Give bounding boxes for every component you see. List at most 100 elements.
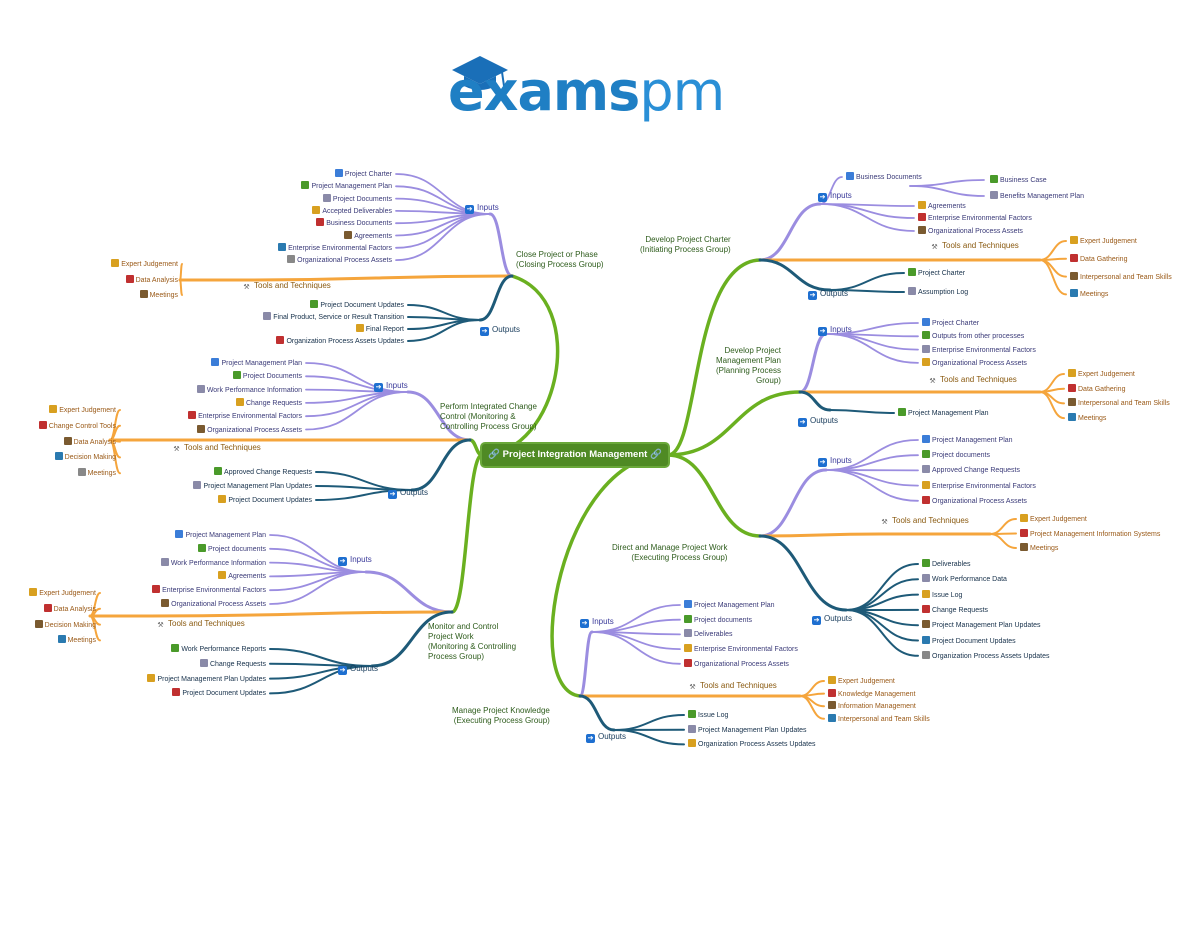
input-item-project-management-plan[interactable]: Project Management Plan <box>922 435 1013 445</box>
input-item-organizational-process-assets[interactable]: Organizational Process Assets <box>684 658 789 669</box>
input-item-project-management-plan[interactable]: Project Management Plan <box>301 181 392 191</box>
process-title[interactable]: Develop Project Management Plan (Plannin… <box>716 346 781 385</box>
process-title[interactable]: Close Project or Phase (Closing Process … <box>516 250 604 269</box>
output-item-change-requests[interactable]: Change Requests <box>199 658 266 669</box>
input-item-organizational-process-assets[interactable]: Organizational Process Assets <box>922 357 1027 368</box>
input-item-project-charter[interactable]: Project Charter <box>922 318 979 328</box>
input-item-project-documents[interactable]: Project Documents <box>322 193 392 204</box>
output-item-work-performance-reports[interactable]: Work Performance Reports <box>171 644 266 654</box>
output-item-project-document-updates[interactable]: Project Document Updates <box>172 688 266 698</box>
input-item-organizational-process-assets[interactable]: Organizational Process Assets <box>922 495 1027 506</box>
process-title[interactable]: Develop Project Charter (Initiating Proc… <box>640 235 731 254</box>
output-item-project-document-updates[interactable]: Project Document Updates <box>922 635 1016 646</box>
input-item-project-documents[interactable]: Project documents <box>198 543 266 554</box>
output-item-final-report[interactable]: Final Report <box>355 324 404 334</box>
input-item-project-management-plan[interactable]: Project Management Plan <box>211 358 302 368</box>
input-item-enterprise-environmental-factors[interactable]: Enterprise Environmental Factors <box>684 644 798 654</box>
process-title[interactable]: Perform Integrated Change Control (Monit… <box>440 402 537 431</box>
tool-item-expert-judgement[interactable]: Expert Judgement <box>29 588 96 598</box>
tool-item-expert-judgement[interactable]: Expert Judgement <box>1020 514 1087 524</box>
input-item-work-performance-information[interactable]: Work Performance Information <box>196 384 302 395</box>
output-item-approved-change-requests[interactable]: Approved Change Requests <box>214 467 312 477</box>
branch-label-inputs[interactable]: ➔Inputs <box>338 555 372 566</box>
branch-label-outputs[interactable]: ➔Outputs <box>480 325 520 336</box>
output-item-issue-log[interactable]: Issue Log <box>688 710 728 720</box>
input-item-agreements[interactable]: Agreements <box>218 571 266 581</box>
branch-label-outputs[interactable]: ➔Outputs <box>812 614 852 625</box>
tool-item-meetings[interactable]: Meetings <box>1020 543 1058 553</box>
input-item-project-documents[interactable]: Project documents <box>922 450 990 460</box>
input-item-business-documents[interactable]: Business Documents <box>846 172 922 182</box>
input-item-benefits-management-plan[interactable]: Benefits Management Plan <box>990 191 1084 201</box>
input-item-enterprise-environmental-factors[interactable]: Enterprise Environmental Factors <box>278 242 392 253</box>
input-item-business-documents[interactable]: Business Documents <box>316 218 392 228</box>
tool-item-data-analysis[interactable]: Data Analysis <box>125 274 178 285</box>
output-item-change-requests[interactable]: Change Requests <box>922 604 988 615</box>
input-item-project-management-plan[interactable]: Project Management Plan <box>684 600 775 610</box>
branch-label-tools[interactable]: ⚒Tools and Techniques <box>172 443 260 454</box>
output-item-project-management-plan-updates[interactable]: Project Management Plan Updates <box>147 673 266 684</box>
output-item-organization-process-assets-updates[interactable]: Organization Process Assets Updates <box>688 739 816 749</box>
input-item-project-charter[interactable]: Project Charter <box>334 169 392 179</box>
input-item-enterprise-environmental-factors[interactable]: Enterprise Environmental Factors <box>922 344 1036 355</box>
input-item-project-management-plan[interactable]: Project Management Plan <box>175 530 266 540</box>
tool-item-knowledge-management[interactable]: Knowledge Management <box>828 688 915 699</box>
output-item-project-management-plan-updates[interactable]: Project Management Plan Updates <box>922 620 1041 630</box>
input-item-organizational-process-assets[interactable]: Organizational Process Assets <box>287 255 392 265</box>
tool-item-data-analysis[interactable]: Data Analysis <box>43 603 96 614</box>
tool-item-interpersonal-and-team-skills[interactable]: Interpersonal and Team Skills <box>828 713 930 724</box>
input-item-organizational-process-assets[interactable]: Organizational Process Assets <box>197 424 302 435</box>
tool-item-expert-judgement[interactable]: Expert Judgement <box>1070 236 1137 246</box>
tool-item-expert-judgement[interactable]: Expert Judgement <box>1068 369 1135 379</box>
process-title[interactable]: Monitor and Control Project Work (Monito… <box>428 622 517 661</box>
tool-item-meetings[interactable]: Meetings <box>1070 289 1108 299</box>
branch-label-tools[interactable]: ⚒Tools and Techniques <box>242 281 330 292</box>
tool-item-change-control-tools[interactable]: Change Control Tools <box>38 420 116 431</box>
tool-item-expert-judgement[interactable]: Expert Judgement <box>111 259 178 269</box>
input-item-project-documents[interactable]: Project documents <box>684 614 752 625</box>
tool-item-data-gathering[interactable]: Data Gathering <box>1068 383 1125 394</box>
input-item-agreements[interactable]: Agreements <box>918 201 966 211</box>
tool-item-decision-making[interactable]: Decision Making <box>54 452 116 462</box>
tool-item-meetings[interactable]: Meetings <box>57 635 96 645</box>
branch-label-inputs[interactable]: ➔Inputs <box>818 325 852 336</box>
input-item-enterprise-environmental-factors[interactable]: Enterprise Environmental Factors <box>188 411 302 421</box>
branch-label-tools[interactable]: ⚒Tools and Techniques <box>688 681 776 692</box>
output-item-project-document-updates[interactable]: Project Document Updates <box>310 300 404 310</box>
output-item-project-management-plan-updates[interactable]: Project Management Plan Updates <box>688 724 807 735</box>
output-item-work-performance-data[interactable]: Work Performance Data <box>922 574 1007 584</box>
branch-label-outputs[interactable]: ➔Outputs <box>798 416 838 427</box>
input-item-deliverables[interactable]: Deliverables <box>684 629 733 639</box>
input-item-enterprise-environmental-factors[interactable]: Enterprise Environmental Factors <box>918 213 1032 223</box>
branch-label-inputs[interactable]: ➔Inputs <box>818 191 852 202</box>
input-item-organizational-process-assets[interactable]: Organizational Process Assets <box>918 226 1023 236</box>
tool-item-expert-judgement[interactable]: Expert Judgement <box>828 676 895 686</box>
output-item-final-product-service-or-result-transition[interactable]: Final Product, Service or Result Transit… <box>263 312 404 322</box>
input-item-change-requests[interactable]: Change Requests <box>235 397 302 408</box>
tool-item-interpersonal-and-team-skills[interactable]: Interpersonal and Team Skills <box>1070 271 1172 282</box>
branch-label-inputs[interactable]: ➔Inputs <box>818 456 852 467</box>
branch-label-inputs[interactable]: ➔Inputs <box>465 203 499 214</box>
tool-item-meetings[interactable]: Meetings <box>139 290 178 300</box>
input-item-enterprise-environmental-factors[interactable]: Enterprise Environmental Factors <box>152 585 266 595</box>
process-title[interactable]: Manage Project Knowledge (Executing Proc… <box>452 706 550 725</box>
branch-label-tools[interactable]: ⚒Tools and Techniques <box>880 516 968 527</box>
process-title[interactable]: Direct and Manage Project Work (Executin… <box>612 543 728 562</box>
branch-label-inputs[interactable]: ➔Inputs <box>580 617 614 628</box>
branch-label-inputs[interactable]: ➔Inputs <box>374 381 408 392</box>
input-item-project-documents[interactable]: Project Documents <box>232 371 302 381</box>
input-item-enterprise-environmental-factors[interactable]: Enterprise Environmental Factors <box>922 480 1036 491</box>
branch-label-outputs[interactable]: ➔Outputs <box>808 289 848 300</box>
output-item-organization-process-assets-updates[interactable]: Organization Process Assets Updates <box>922 650 1050 661</box>
center-node[interactable]: 🔗 Project Integration Management 🔗 <box>482 444 668 466</box>
output-item-deliverables[interactable]: Deliverables <box>922 559 971 569</box>
branch-label-outputs[interactable]: ➔Outputs <box>586 732 626 743</box>
output-item-project-document-updates[interactable]: Project Document Updates <box>218 495 312 505</box>
tool-item-data-analysis[interactable]: Data Analysis <box>63 436 116 447</box>
output-item-project-management-plan-updates[interactable]: Project Management Plan Updates <box>193 481 312 491</box>
output-item-organization-process-assets-updates[interactable]: Organization Process Assets Updates <box>276 336 404 346</box>
input-item-agreements[interactable]: Agreements <box>344 230 392 241</box>
tool-item-project-management-information-systems[interactable]: Project Management Information Systems <box>1020 528 1160 539</box>
branch-label-tools[interactable]: ⚒Tools and Techniques <box>156 619 244 630</box>
input-item-work-performance-information[interactable]: Work Performance Information <box>160 557 266 568</box>
